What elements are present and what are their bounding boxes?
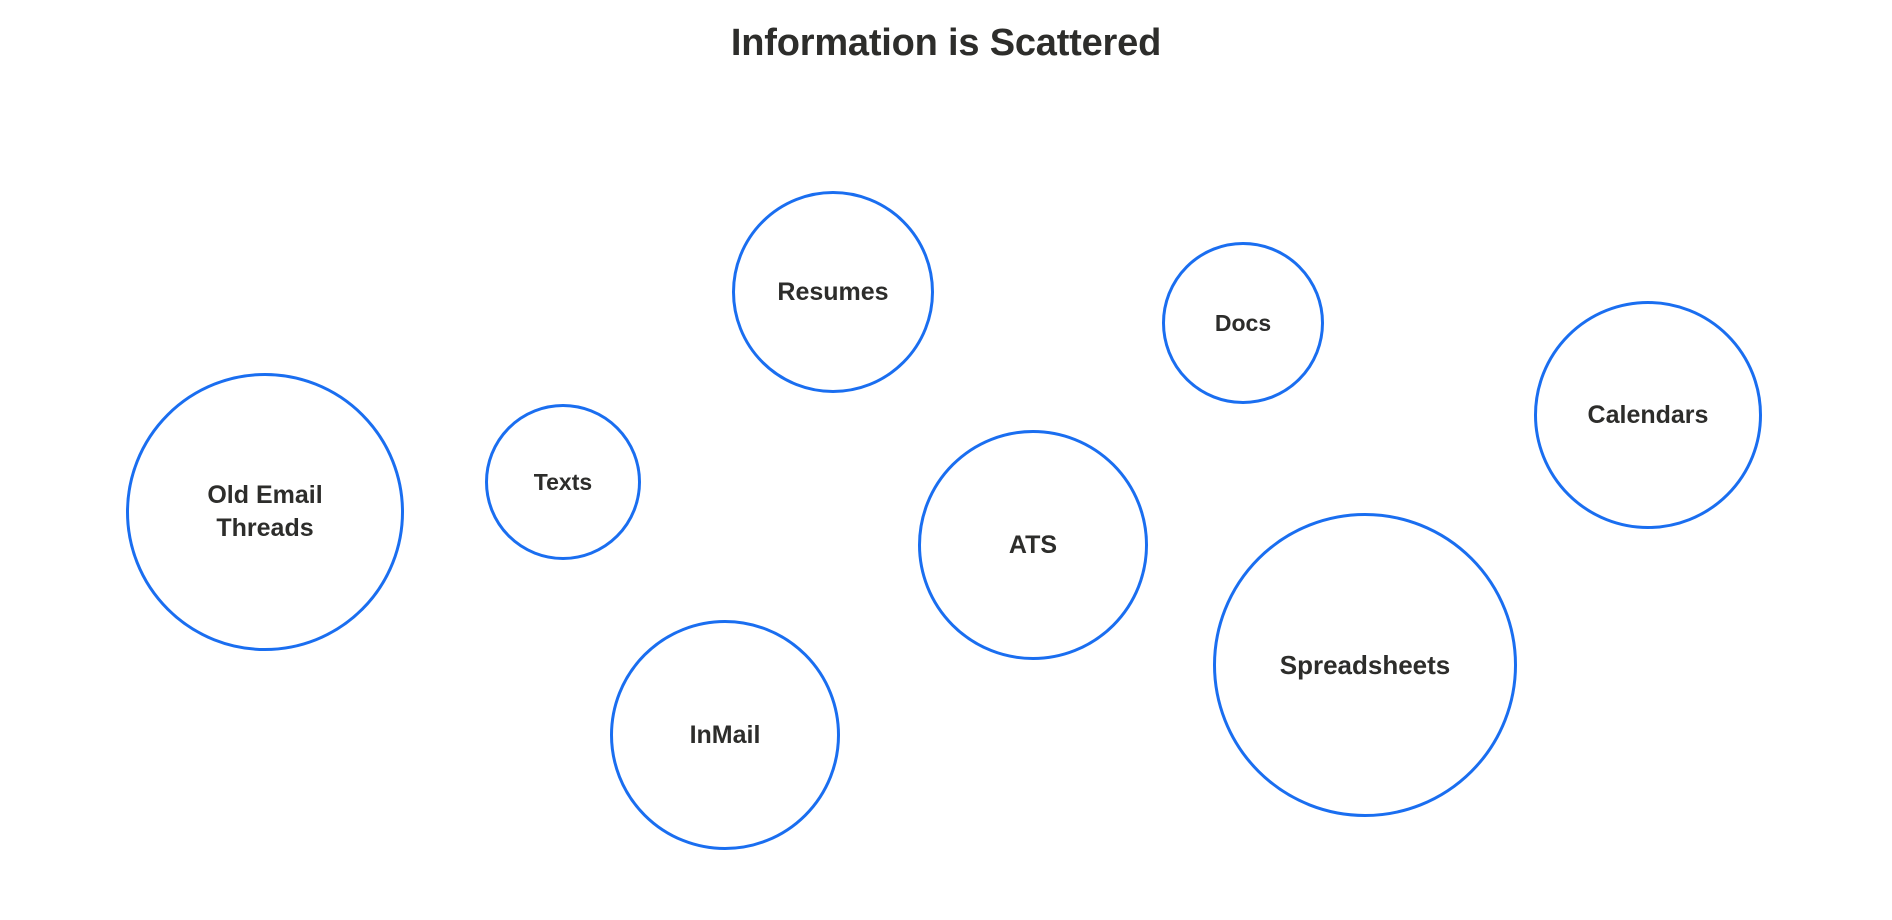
bubble-label-inmail: InMail [689,720,761,749]
bubble-calendars[interactable]: Calendars [1534,301,1762,529]
bubble-label-docs: Docs [1214,309,1272,336]
bubble-spreadsheets[interactable]: Spreadsheets [1213,513,1517,817]
bubble-label-calendars: Calendars [1587,400,1709,429]
bubble-label-resumes: Resumes [777,277,889,306]
bubble-texts[interactable]: Texts [485,404,641,560]
bubble-inmail[interactable]: InMail [610,620,840,850]
bubble-resumes[interactable]: Resumes [732,191,934,393]
bubble-label-old-email-threads: Old Email Threads [207,481,323,542]
bubble-label-spreadsheets: Spreadsheets [1279,649,1451,680]
page-title: Information is Scattered [730,22,1162,64]
bubble-old-email-threads[interactable]: Old Email Threads [126,373,404,651]
bubble-ats[interactable]: ATS [918,430,1148,660]
bubble-docs[interactable]: Docs [1162,242,1324,404]
bubble-label-ats: ATS [1008,530,1058,559]
bubble-label-texts: Texts [533,468,593,495]
